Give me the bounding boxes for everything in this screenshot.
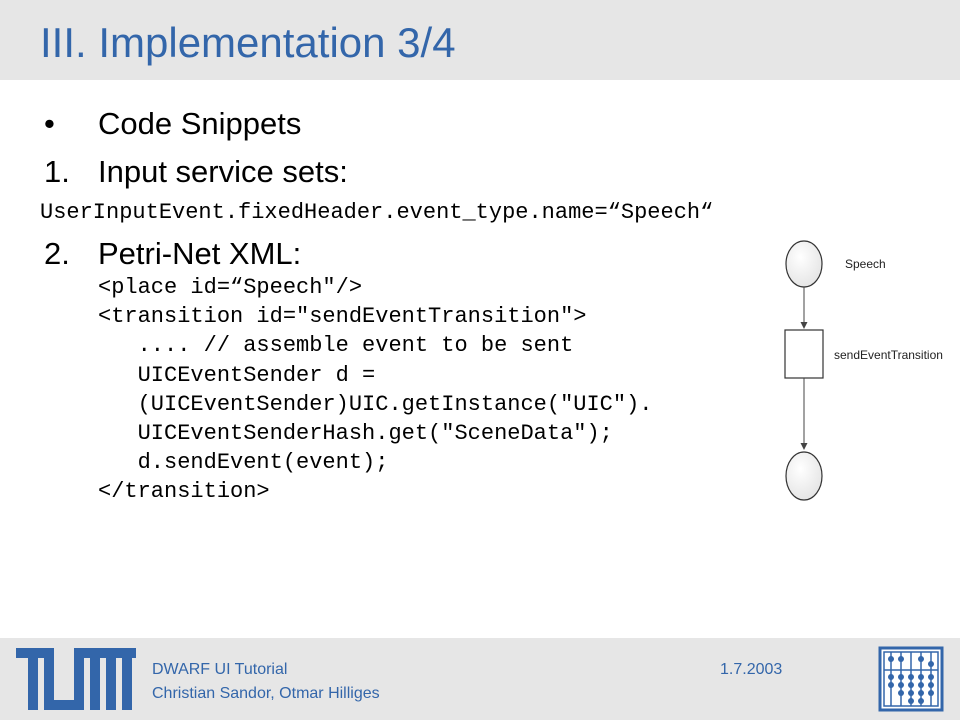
place-label: Speech: [845, 257, 886, 271]
tum-logo: [16, 648, 136, 710]
code-line: (UICEventSender)UIC.getInstance("UIC").: [98, 392, 653, 417]
arrowhead: [800, 322, 808, 329]
item1-text: Input service sets:: [98, 154, 348, 189]
code-input-service: UserInputEvent.fixedHeader.event_type.na…: [40, 200, 714, 225]
transition-label: sendEventTransition: [834, 348, 943, 362]
code-line: UICEventSender d =: [98, 363, 376, 388]
item2-text: Petri-Net XML:: [98, 236, 302, 271]
code-line: <place id=“Speech"/>: [98, 275, 363, 300]
code-line: UICEventSenderHash.get("SceneData");: [98, 421, 613, 446]
code-line: .... // assemble event to be sent: [98, 333, 574, 358]
petri-net-diagram: Speech sendEventTransition: [784, 240, 943, 501]
chair-emblem: [878, 646, 944, 712]
code-line: d.sendEvent(event);: [98, 450, 389, 475]
footer-authors: Christian Sandor, Otmar Hilliges: [152, 685, 380, 702]
code-line: </transition>: [98, 479, 270, 504]
bullet-marker: •: [44, 106, 55, 141]
item2-number: 2.: [44, 236, 70, 271]
footer-course: DWARF UI Tutorial: [152, 661, 288, 678]
bullet-code-snippets: Code Snippets: [98, 106, 302, 141]
item1-number: 1.: [44, 154, 70, 189]
code-line: <transition id="sendEventTransition">: [98, 304, 587, 329]
footer-date: 1.7.2003: [720, 661, 783, 678]
transition-send-event: [784, 329, 824, 379]
title-bar: [0, 0, 960, 80]
slide-title: III. Implementation 3/4: [40, 19, 456, 66]
place-output: [785, 451, 823, 501]
footer-band: [0, 638, 960, 720]
arrowhead: [800, 443, 808, 450]
place-speech: [785, 240, 823, 288]
